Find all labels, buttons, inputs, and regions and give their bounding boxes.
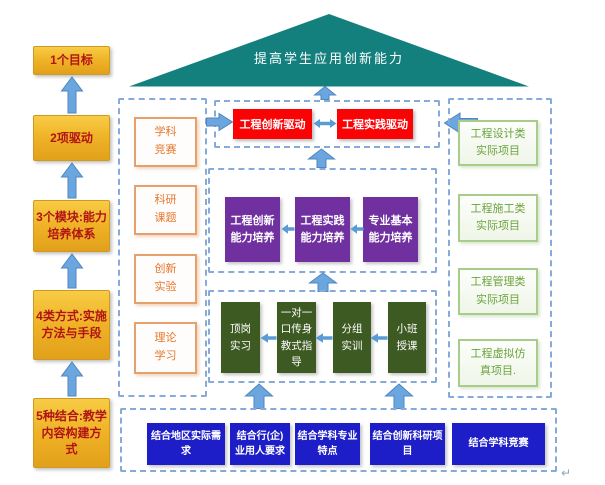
- method-box-post-internship: 顶岗实习: [221, 302, 260, 373]
- left-arrow-icon: [370, 333, 388, 343]
- panel-learning-activities: [118, 98, 207, 397]
- driver-box-practice: 工程实践驱动: [337, 109, 413, 139]
- method-box-one-on-one-guidance: 一对一口传身教式指导: [277, 302, 316, 373]
- combination-box-regional-needs: 结合地区实际需求: [147, 423, 225, 465]
- panel-engineering-projects: [448, 98, 552, 398]
- left-arrow-icon: [260, 333, 277, 343]
- activity-box-research: 科研课题: [134, 185, 197, 235]
- up-arrow-icon: [60, 253, 84, 289]
- ability-box-practice: 工程实践能力培养: [295, 197, 350, 262]
- step-box-4-methods: 4类方式:实施方法与手段: [33, 290, 110, 360]
- left-arrow-icon: [350, 224, 364, 234]
- step-box-5-combinations: 5种结合:教学内容构建方式: [33, 398, 110, 468]
- up-arrow-icon: [60, 361, 84, 397]
- left-arrow-icon: [281, 224, 295, 234]
- panel-content-combinations: [120, 408, 557, 472]
- left-arrow-icon: [315, 333, 333, 343]
- combination-box-industry-employment: 结合行(企)业用人要求: [230, 423, 290, 465]
- up-arrow-icon: [384, 383, 414, 409]
- activity-box-competition: 学科竞赛: [134, 117, 197, 167]
- double-arrow-icon: [313, 119, 337, 128]
- panel-teaching-methods: [208, 290, 437, 383]
- up-arrow-icon: [60, 76, 84, 114]
- activity-box-innovation-experiment: 创新实验: [134, 254, 197, 304]
- combination-box-discipline-features: 结合学科专业特点: [295, 423, 360, 465]
- driver-box-innovation: 工程创新驱动: [233, 109, 312, 139]
- project-box-design: 工程设计类实际项目: [458, 120, 538, 166]
- up-arrow-icon: [307, 272, 339, 292]
- step-box-3-modules: 3个模块:能力培养体系: [33, 200, 110, 252]
- ability-box-innovation: 工程创新能力培养: [225, 197, 280, 262]
- activity-box-theory-study: 理论学习: [134, 322, 197, 374]
- ability-box-professional-basic: 专业基本能力培养: [363, 197, 418, 262]
- up-arrow-icon: [307, 148, 336, 168]
- up-arrow-icon: [313, 85, 337, 100]
- project-box-virtual-simulation: 工程虚拟仿真项目.: [458, 339, 538, 387]
- combination-box-research-projects: 结合创新科研项目: [370, 423, 445, 465]
- goal-triangle: [129, 14, 529, 87]
- paragraph-mark: ↵: [561, 466, 572, 480]
- project-box-management: 工程管理类实际项目: [458, 268, 538, 315]
- up-arrow-icon: [60, 162, 84, 199]
- method-box-group-training: 分组实训: [333, 302, 371, 373]
- panel-abilities: [208, 168, 437, 273]
- combination-box-discipline-competition: 结合学科竞赛: [452, 423, 545, 465]
- up-arrow-icon: [244, 383, 274, 409]
- step-box-2-drivers: 2项驱动: [33, 115, 110, 161]
- method-box-small-class: 小班授课: [388, 302, 426, 373]
- goal-triangle-label: 提高学生应用创新能力: [253, 51, 404, 66]
- project-box-construction: 工程施工类实际项目: [458, 194, 538, 242]
- step-box-1-goal: 1个目标: [33, 46, 110, 75]
- right-arrow-icon: [206, 112, 234, 132]
